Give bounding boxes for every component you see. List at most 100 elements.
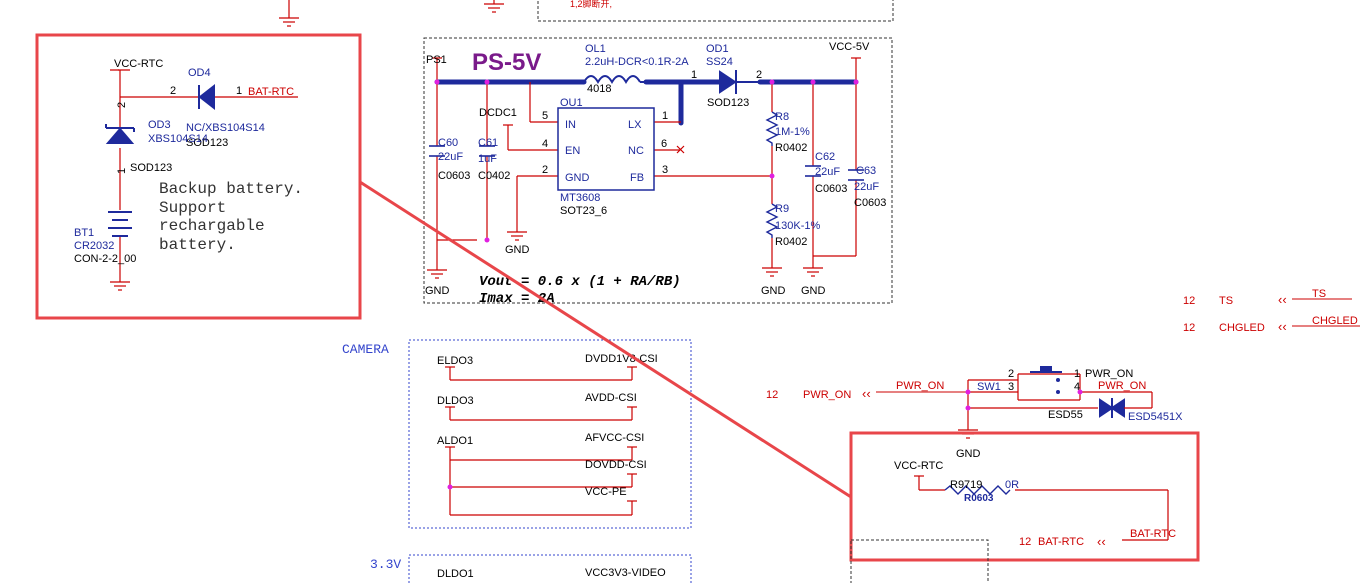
vcc3v3-video-label: VCC3V3-VIDEO [585,567,666,579]
ps5v-bus [434,79,859,126]
pin2-number: 2 [542,164,548,176]
top-note-text: 1,2脚断开, [570,0,612,9]
gnd-label-c62: GND [801,285,826,297]
ps5v-gnd-symbols [427,231,823,279]
gnd-label-r9: GND [761,285,786,297]
pin-gnd-label: GND [565,172,590,184]
c63-package: C0603 [854,197,886,209]
ic-package: SOT23_6 [560,205,607,217]
bt1-package: CON-2-2_00 [74,253,136,265]
sw1-pin2: 2 [1008,368,1014,380]
od1-diode-symbol [719,70,737,94]
rtc-bat-net-label: BAT-RTC [1130,528,1176,540]
c61-designator: C61 [478,137,498,149]
bat-rtc-net-label: BAT-RTC [248,86,294,98]
esd5451x-symbol [1099,398,1125,418]
r8-value: 1M-1% [775,126,810,138]
ou1-designator: OU1 [560,97,583,109]
switch-section: SW1 2 1 3 4 PWR_ON PWR_ON ESD55 ESD5451X… [956,366,1183,460]
vcc-pe-label: VCC-PE [585,486,627,498]
ol1-spec: 2.2uH-DCR<0.1R-2A [585,56,689,68]
od3-package: SOD123 [130,162,172,174]
c62-designator: C62 [815,151,835,163]
rtc-section: VCC-RTC R9719 0R R0603 12 BAT-RTC ‹‹ BAT… [849,431,1200,583]
gnd-label-ic: GND [505,244,530,256]
od3-diode-symbol [105,124,135,144]
battery-symbol [108,211,132,237]
c60-designator: C60 [438,137,458,149]
c60-package: C0603 [438,170,470,182]
ps5v-capacitors [429,145,864,181]
chgled-arrow: ‹‹ [1278,319,1287,334]
backup-gnd-symbol [110,281,130,291]
pin5-number: 5 [542,110,548,122]
right-net-labels: 12 TS ‹‹ TS 12 CHGLED ‹‹ CHGLED 12 PWR_O… [766,288,1360,401]
od3-partnumber: XBS104S14 [148,133,208,145]
dldo3-label: DLDO3 [437,395,474,407]
chgled-net-label: CHGLED [1312,315,1358,327]
ts-sheet-number: 12 [1183,295,1195,307]
top-fragments [279,0,504,27]
ps5v-section: PS-5V PS1 OL1 2.2uH-DCR<0.1R-2A 4018 OD1… [423,37,893,307]
r9-designator: R9 [775,203,789,215]
pin6-number: 6 [661,138,667,150]
eldo3-label: ELDO3 [437,355,473,367]
od4-pin2: 2 [170,85,176,97]
dldo1-label: DLDO1 [437,568,474,580]
formula-vout: Vout = 0.6 x (1 + RA/RB) [479,274,681,290]
sw1-button-cap [1040,366,1052,372]
pwr-on-arrow: ‹‹ [862,386,871,401]
ol1-inductor-symbol [583,75,646,84]
bt1-designator: BT1 [74,227,94,239]
highlight-connector-line [359,180,852,499]
rtc-vcc-label: VCC-RTC [894,460,943,472]
avdd-csi-label: AVDD-CSI [585,392,637,404]
ts-net-label: TS [1312,288,1326,300]
esd55-label: ESD55 [1048,409,1083,421]
od1-pin2: 2 [756,69,762,81]
sw1-designator: SW1 [977,381,1001,393]
od4-partnumber: NC/XBS104S14 [186,122,265,134]
vcc-rtc-label: VCC-RTC [114,58,163,70]
ol1-designator: OL1 [585,43,606,55]
switch-gnd-label: GND [956,448,981,460]
bt1-type: CR2032 [74,240,114,252]
vcc5v-label: VCC-5V [829,41,870,53]
backup-highlight-box [35,33,362,320]
od4-package: SOD123 [186,137,228,149]
sw1-pin3: 3 [1008,381,1014,393]
camera-title: CAMERA [342,342,389,357]
od1-pin1: 1 [691,69,697,81]
ps1-label: PS1 [426,54,447,66]
rtc-lower-dotted-frame [850,539,989,583]
camera-section: CAMERA ELDO3 DVDD1V8-CSI DLDO3 AVDD-CSI … [342,339,692,529]
pin4-number: 4 [542,138,548,150]
pin-fb-label: FB [630,172,644,184]
r8-designator: R8 [775,111,789,123]
od1-designator: OD1 [706,43,729,55]
gnd-label-ps1: GND [425,285,450,297]
pwr-on-label: PWR_ON [803,389,851,401]
od4-diode-symbol [198,83,215,111]
v33-section: 3.3V DLDO1 VCC3V3-VIDEO [370,554,692,583]
od1-part: SS24 [706,56,733,68]
r9-value: 130K-1% [775,220,820,232]
ts-label: TS [1219,295,1233,307]
od3-designator: OD3 [148,119,171,131]
esd5451x-label: ESD5451X [1128,411,1183,423]
c63-value: 22uF [854,181,879,193]
rtc-bat-sheet-number: 12 [1019,536,1031,548]
ic-partnumber: MT3608 [560,192,600,204]
od1-package: SOD123 [707,97,749,109]
pin-in-label: IN [565,119,576,131]
sw1-pin4: 4 [1074,381,1080,393]
sw1-pin1: 1 [1074,368,1080,380]
pwr-on-side-label: PWR_ON [1098,380,1146,392]
aldo1-label: ALDO1 [437,435,473,447]
od4-pin1: 1 [236,85,242,97]
ou1-ic-body [557,107,655,191]
pin-en-label: EN [565,145,580,157]
rtc-bat-label: BAT-RTC [1038,536,1084,548]
ps5v-resistors [765,111,779,238]
dvdd-csi-label: DVDD1V8-CSI [585,353,658,365]
